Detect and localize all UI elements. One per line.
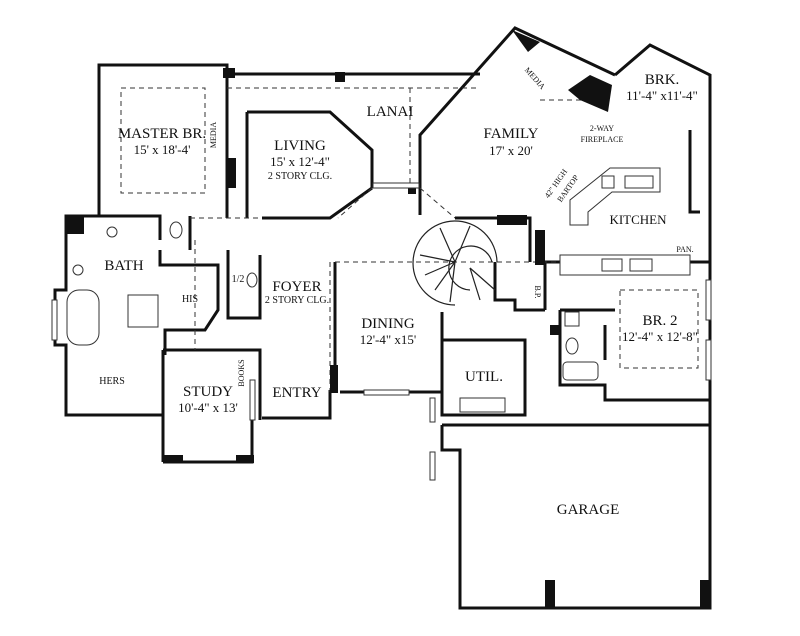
family-size: 17' x 20': [489, 143, 533, 158]
spiral-staircase: [412, 220, 498, 306]
kitchen-counters: [559, 167, 691, 276]
br2-name: BR. 2: [642, 313, 677, 329]
books-label: BOOKS: [237, 359, 246, 386]
study-size: 10'-4" x 13': [178, 400, 238, 415]
pantry-label: PAN.: [676, 245, 693, 254]
half-bath-label: 1/2: [232, 274, 245, 285]
windows: [51, 182, 712, 481]
bath-fixtures: [66, 221, 599, 413]
brk-name: BRK.: [645, 72, 680, 88]
exterior-walls: [53, 26, 712, 610]
living-name: LIVING: [274, 138, 326, 154]
solid-wall-blocks: [66, 30, 710, 608]
util-label: UTIL.: [465, 369, 503, 385]
study-name: STUDY: [183, 384, 233, 400]
dining-name: DINING: [361, 316, 414, 332]
fireplace-line2: FIREPLACE: [581, 135, 624, 144]
fireplace-line1: 2-WAY: [590, 124, 614, 133]
foyer-note: 2 STORY CLG.: [265, 295, 329, 306]
bath-label: BATH: [104, 258, 143, 274]
br2-size: 12'-4" x 12'-8": [622, 329, 698, 344]
master-br-size: 15' x 18'-4': [134, 142, 191, 157]
bp-label: B.P.: [533, 286, 542, 299]
master-br-name: MASTER BR.: [118, 126, 206, 142]
foyer-name: FOYER: [272, 279, 321, 295]
family-name: FAMILY: [484, 126, 539, 142]
living-size: 15' x 12'-4": [270, 154, 330, 169]
dining-size: 12'-4" x15': [360, 332, 417, 347]
hers-label: HERS: [99, 376, 125, 387]
room-labels: MASTER BR. 15' x 18'-4' MEDIA LIVING 15'…: [99, 66, 698, 518]
entry-label: ENTRY: [272, 385, 321, 401]
lanai-label: LANAI: [367, 104, 414, 120]
garage-label: GARAGE: [557, 502, 620, 518]
kitchen-label: KITCHEN: [609, 212, 667, 227]
his-label: HIS: [182, 294, 198, 305]
master-media-label: MEDIA: [209, 122, 218, 148]
brk-size: 11'-4" x11'-4": [626, 88, 698, 103]
family-media-label: MEDIA: [523, 66, 547, 92]
living-note: 2 STORY CLG.: [268, 171, 332, 182]
